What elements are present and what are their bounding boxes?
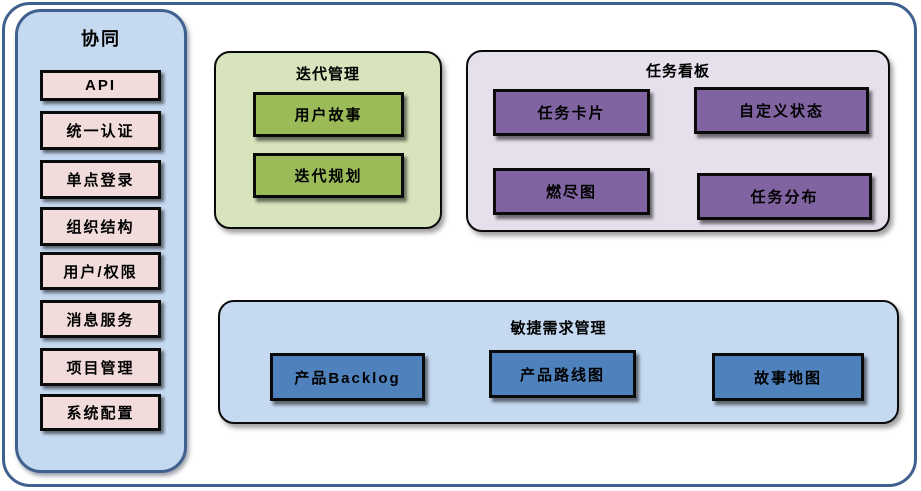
sidebar-item-sso: 单点登录: [40, 160, 161, 199]
sidebar-item-project-mgmt: 项目管理: [40, 348, 161, 386]
sidebar-item-unified-auth: 统一认证: [40, 111, 161, 150]
taskboard-panel: 任务看板 任务卡片 自定义状态 燃尽图 任务分布: [466, 50, 890, 232]
collaboration-panel: 协同 API 统一认证 单点登录 组织结构 用户/权限 消息服务 项目管理 系统…: [15, 9, 187, 473]
requirements-panel-title: 敏捷需求管理: [510, 320, 607, 337]
taskboard-panel-title: 任务看板: [645, 63, 710, 80]
requirements-item-product-backlog: 产品Backlog: [270, 353, 425, 401]
taskboard-item-burndown-chart: 燃尽图: [493, 168, 650, 215]
requirements-item-story-map: 故事地图: [712, 353, 864, 401]
requirements-panel: 敏捷需求管理 产品Backlog 产品路线图 故事地图: [218, 300, 899, 424]
iteration-item-user-story: 用户故事: [253, 92, 404, 137]
sidebar-item-api: API: [40, 70, 161, 101]
iteration-panel: 迭代管理 用户故事 迭代规划: [214, 51, 442, 229]
sidebar-item-system-config: 系统配置: [40, 394, 161, 431]
requirements-item-product-roadmap: 产品路线图: [489, 350, 636, 398]
sidebar-item-users-perms: 用户/权限: [40, 252, 161, 290]
iteration-item-sprint-planning: 迭代规划: [253, 153, 404, 198]
taskboard-item-custom-status: 自定义状态: [694, 87, 869, 134]
sidebar-item-org-structure: 组织结构: [40, 207, 161, 246]
taskboard-item-task-card: 任务卡片: [493, 89, 650, 136]
collaboration-panel-title: 协同: [81, 29, 121, 49]
iteration-panel-title: 迭代管理: [295, 66, 360, 83]
taskboard-item-task-distribution: 任务分布: [697, 173, 872, 220]
sidebar-item-message-service: 消息服务: [40, 300, 161, 338]
